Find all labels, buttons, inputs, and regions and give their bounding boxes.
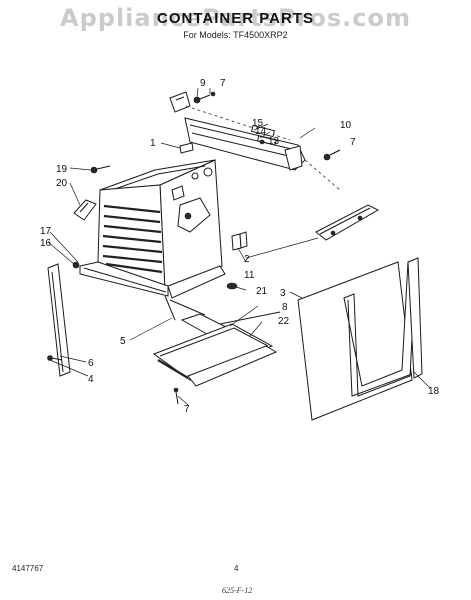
callout-4: 4: [88, 374, 94, 385]
callout-13: 13: [268, 136, 280, 147]
callout-1: 1: [150, 138, 156, 149]
callout-15: 15: [252, 118, 264, 129]
callout-7-bottom: 7: [184, 404, 190, 415]
diagram-title: CONTAINER PARTS: [157, 10, 314, 27]
callout-19: 19: [56, 164, 68, 175]
bumper-part-1: [179, 142, 194, 154]
door-handle-bracket-2: [231, 204, 380, 251]
container-cabinet: [79, 159, 226, 321]
callout-11: 11: [244, 270, 255, 281]
callout-17: 17: [40, 226, 52, 237]
roller-part-21: [226, 282, 238, 290]
callout-labels: 9 7 1 15 14 13 10 7 19 20 17 16 2 11 3 2…: [40, 78, 440, 415]
callout-5: 5: [120, 336, 126, 347]
drawer-front-22: [152, 323, 278, 405]
callout-6: 6: [88, 358, 94, 369]
callout-9: 9: [200, 78, 206, 89]
callout-3: 3: [280, 288, 286, 299]
control-rail: [184, 117, 341, 191]
callout-20: 20: [56, 178, 68, 189]
callout-8: 8: [282, 302, 288, 313]
callout-16: 16: [40, 238, 52, 249]
callout-22: 22: [278, 316, 290, 327]
callout-leaders: [47, 87, 431, 406]
callout-7-right: 7: [350, 137, 356, 148]
callout-10: 10: [340, 120, 352, 131]
callout-18: 18: [428, 386, 440, 397]
handwritten-code: 625-F-12: [222, 586, 253, 595]
document-number: 4147767: [12, 564, 44, 573]
callout-2: 2: [244, 254, 250, 265]
model-subtitle: For Models: TF4500XRP2: [183, 30, 288, 40]
callout-21: 21: [256, 286, 268, 297]
door-frame-18: [343, 257, 423, 397]
side-bracket-19-20: [73, 165, 111, 221]
page-number: 4: [234, 564, 239, 573]
callout-14: 14: [255, 126, 267, 137]
left-trim-16-17: [47, 261, 80, 377]
callout-7-top: 7: [220, 78, 226, 89]
